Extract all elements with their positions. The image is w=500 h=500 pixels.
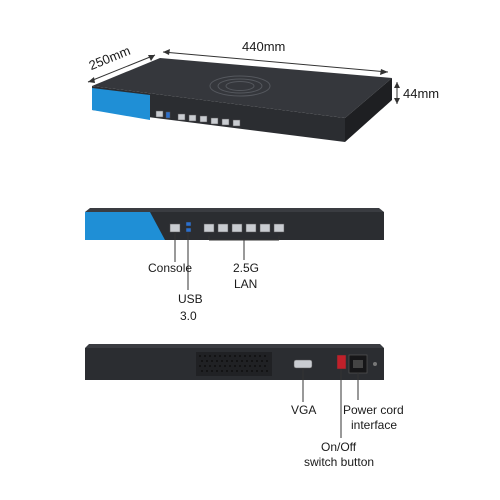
vga-label: VGA [291, 403, 317, 417]
console-label: Console [148, 261, 193, 275]
lan-speed-label: 2.5G [233, 261, 260, 275]
front-panel-top [85, 208, 384, 212]
height-label: 44mm [403, 86, 440, 101]
usb-label: USB [178, 292, 203, 306]
power-label-line2: interface [351, 418, 398, 432]
rear-vent-holes [199, 355, 268, 372]
iso-ports [155, 110, 241, 127]
width-arrow [162, 51, 389, 73]
chassis-side-face [345, 78, 392, 142]
front-panel-blue [85, 212, 165, 240]
power-label-line1: Power cord [343, 403, 404, 417]
width-label: 440mm [242, 39, 286, 54]
usb-port-1 [185, 221, 192, 227]
lan-label: LAN [234, 277, 258, 291]
front-blue-accent [92, 88, 150, 120]
usb-version-label: 3.0 [180, 309, 197, 323]
switch-label-line1: On/Off [321, 440, 357, 454]
vga-port [293, 359, 313, 369]
rear-panel-top [85, 344, 384, 348]
switch-label-line2: switch button [304, 455, 375, 469]
depth-arrow [87, 54, 156, 83]
console-port [169, 223, 181, 233]
chassis-top-face [92, 58, 392, 118]
lan-ports [203, 223, 285, 233]
power-switch [336, 354, 347, 370]
top-vent [209, 75, 271, 97]
chassis-front-face [92, 86, 345, 142]
usb-port-2 [185, 227, 192, 233]
